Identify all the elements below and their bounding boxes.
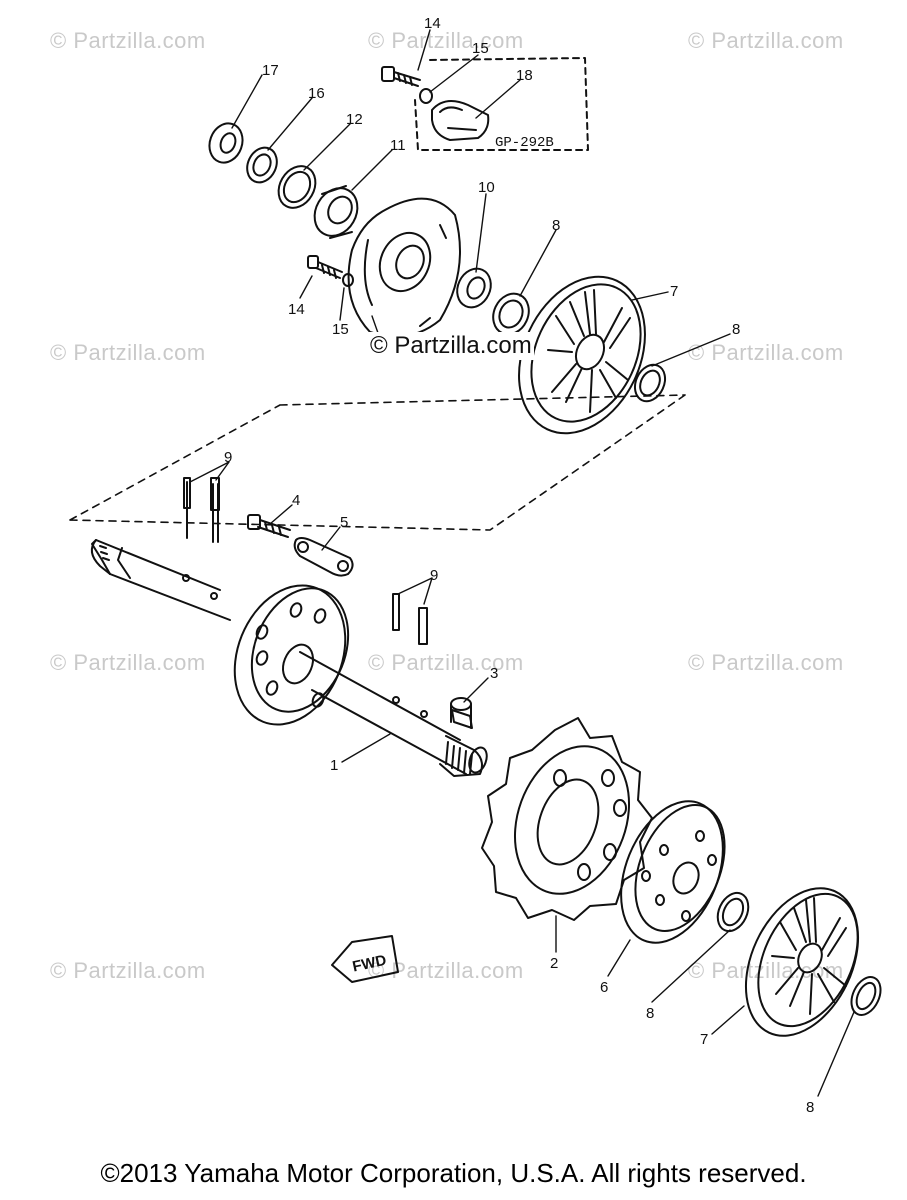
clamp-part-18	[431, 100, 490, 141]
spring-pin-part-9	[183, 477, 220, 543]
watermark: © Partzilla.com	[50, 340, 206, 365]
callout-4: 4	[292, 492, 300, 509]
callout-14: 14	[288, 301, 305, 318]
callout-2: 2	[550, 955, 558, 972]
lock-plate-part-5	[293, 537, 354, 577]
callout-7: 7	[700, 1031, 708, 1048]
hub-plate-part-6	[620, 800, 726, 944]
callout-9: 9	[224, 449, 232, 466]
callout-3: 3	[490, 665, 498, 682]
reference-box-label: GP-292B	[495, 135, 554, 151]
watermark: © Partzilla.com	[50, 650, 206, 675]
fwd-label: FWD	[351, 952, 388, 976]
fwd-arrow-icon	[331, 935, 399, 983]
callout-1: 1	[330, 757, 338, 774]
callout-8: 8	[646, 1005, 654, 1022]
partzilla-brand-mark: © Partzilla.com	[368, 332, 534, 360]
spring-pin-part-9	[392, 593, 428, 645]
bearing-housing	[347, 197, 461, 338]
watermark: © Partzilla.com	[368, 650, 524, 675]
seal-part-17	[208, 122, 244, 164]
callout-11: 11	[390, 137, 406, 154]
watermark: © Partzilla.com	[688, 958, 844, 983]
callout-9: 9	[430, 567, 438, 584]
bolt-part-14	[381, 66, 421, 87]
callout-14: 14	[424, 15, 441, 32]
callout-15: 15	[472, 40, 489, 57]
copyright-symbol-icon: ©	[370, 332, 388, 359]
callout-7: 7	[670, 283, 678, 300]
watermark: © Partzilla.com	[688, 340, 844, 365]
washer-part-8	[850, 976, 882, 1016]
watermark: © Partzilla.com	[368, 958, 524, 983]
washer-part-8	[716, 891, 750, 933]
watermark: © Partzilla.com	[50, 958, 206, 983]
washer-part-15	[419, 88, 433, 104]
bolt-part-4	[247, 514, 291, 538]
watermark: © Partzilla.com	[688, 650, 844, 675]
callout-6: 6	[600, 979, 608, 996]
watermark: © Partzilla.com	[368, 28, 524, 53]
watermark: © Partzilla.com	[50, 28, 206, 53]
callout-18: 18	[516, 67, 533, 84]
assembly-outline	[69, 394, 686, 531]
callout-16: 16	[308, 85, 325, 102]
washer-part-15	[342, 273, 354, 287]
reference-box	[414, 57, 589, 151]
collar-part-3	[450, 697, 473, 729]
callout-8: 8	[806, 1099, 814, 1116]
callout-10: 10	[478, 179, 495, 196]
sprocket-hub	[233, 584, 350, 726]
washer-part-8	[633, 363, 667, 403]
seal-part-10	[456, 267, 492, 309]
callout-17: 17	[262, 62, 279, 79]
copyright-footer: ©2013 Yamaha Motor Corporation, U.S.A. A…	[100, 1158, 807, 1188]
bolt-part-14	[307, 255, 343, 279]
drive-shaft-part-1	[90, 539, 488, 777]
idler-wheel-part-7	[518, 275, 646, 435]
callout-5: 5	[340, 514, 348, 531]
callout-8: 8	[552, 217, 560, 234]
circlip-part-12	[277, 165, 317, 209]
drive-sprocket-part-2	[481, 717, 653, 921]
watermark: © Partzilla.com	[688, 28, 844, 53]
brand-text: Partzilla.com	[394, 332, 532, 359]
washer-part-16	[246, 146, 278, 184]
bearing-part-11	[313, 185, 359, 239]
callout-8: 8	[732, 321, 740, 338]
callout-12: 12	[346, 111, 363, 128]
callout-15: 15	[332, 321, 349, 338]
idler-wheel-part-7	[744, 887, 860, 1037]
